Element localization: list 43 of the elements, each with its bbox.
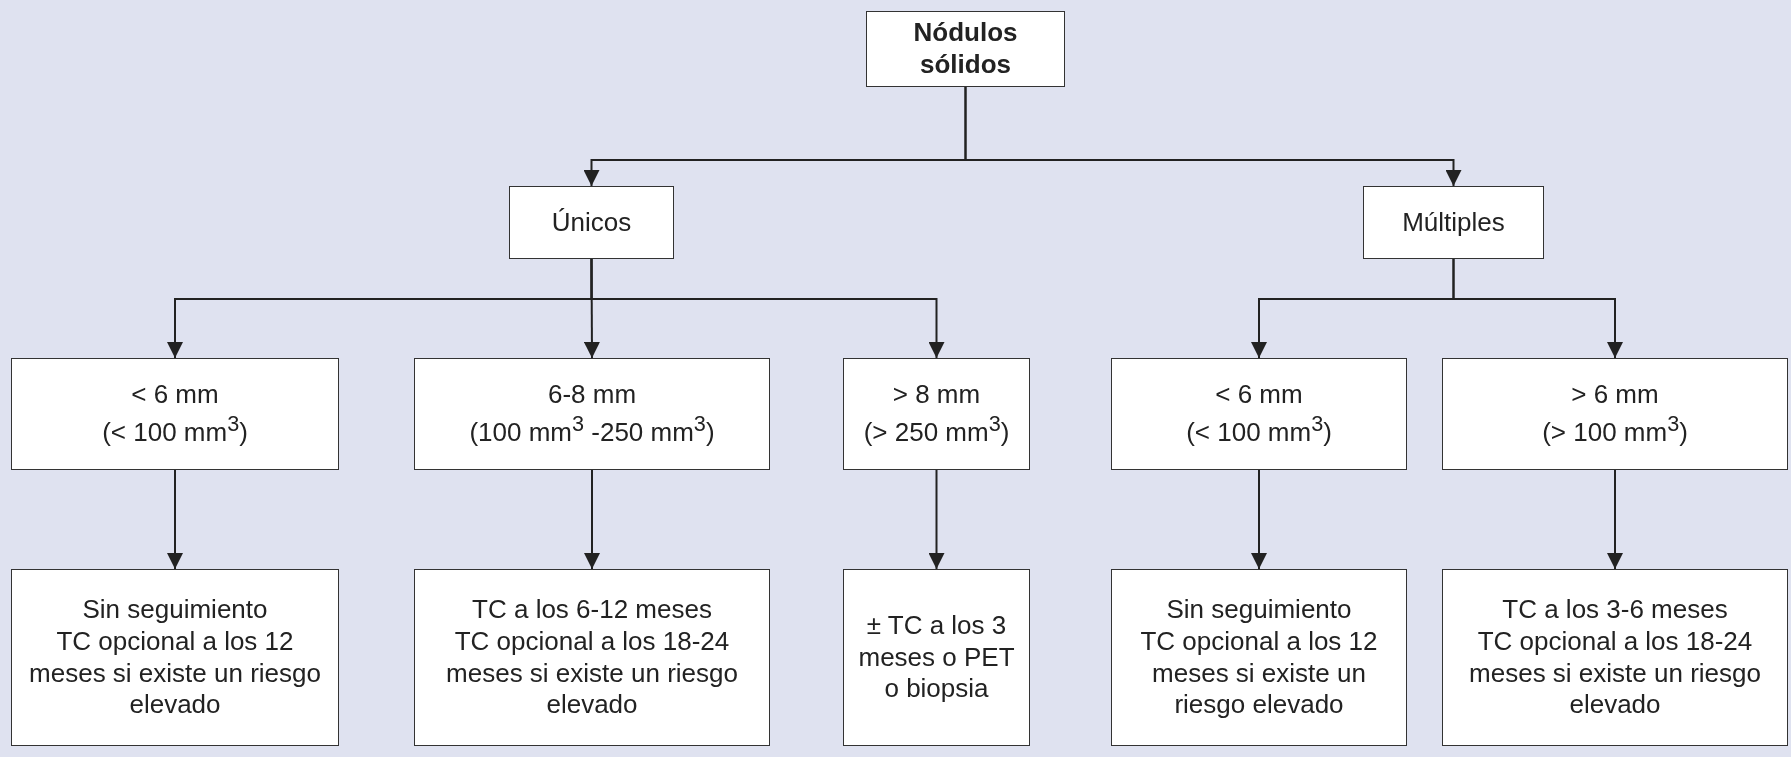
box-text: 6-8 mm [547,379,637,412]
flow-box [11,569,339,746]
flow-box [11,358,339,470]
box-text: TC a los 3-6 meses [1502,594,1728,626]
box-text: (< 100 mm$^{3}$) [1186,411,1332,449]
flow-box [1111,358,1407,470]
box-text: Sin seguimiento [1166,594,1352,626]
arrow [584,469,600,570]
arrow [928,469,945,570]
box-text: > 6 mm [1571,379,1659,412]
flow-box [1363,186,1544,259]
box-text: > 8 mm [892,379,981,412]
box-text: TC a los 6-12 meses [472,594,712,626]
box-text: Sin seguimiento [82,594,268,626]
flow-box [509,186,674,259]
flow-box [1111,569,1407,746]
box-text: Únicos [551,206,632,239]
box-text: < 6 mm [131,379,219,412]
box-text: (> 100 mm$^{3}$) [1542,411,1688,449]
flow-box [414,569,770,746]
arrow [1607,469,1623,570]
box-text: TC opcional a los 18-24 meses si existe un riesgo elevado [445,625,739,721]
arrow [1251,469,1267,570]
flow-box [843,358,1030,470]
box-text: < 6 mm [1215,379,1303,412]
box-text: (> 250 mm$^{3}$) [863,411,1010,449]
arrow [590,258,945,359]
flow-box [1442,358,1788,470]
arrow [1452,258,1623,359]
box-text: Nódulos sólidos [912,17,1019,81]
box-text: TC opcional a los 18-24 meses si existe un riesgo elevado [1468,625,1762,721]
flow-box [414,358,770,470]
arrow [964,86,1462,187]
arrow [167,469,183,570]
box-text: TC opcional a los 12 meses si existe un riesgo elevado [1139,625,1379,721]
flow-box [843,569,1030,746]
box-text: TC opcional a los 12 meses si existe un riesgo elevado [28,625,322,721]
box-text: Múltiples [1402,206,1505,239]
flow-box [1442,569,1788,746]
flow-box [866,11,1065,87]
box-text: (< 100 mm$^{3}$) [102,411,248,449]
box-text: (100 mm$^{3}$ -250 mm$^{3}$) [469,411,715,449]
box-text: ± TC a los 3 meses o PET o biopsia [857,609,1016,706]
